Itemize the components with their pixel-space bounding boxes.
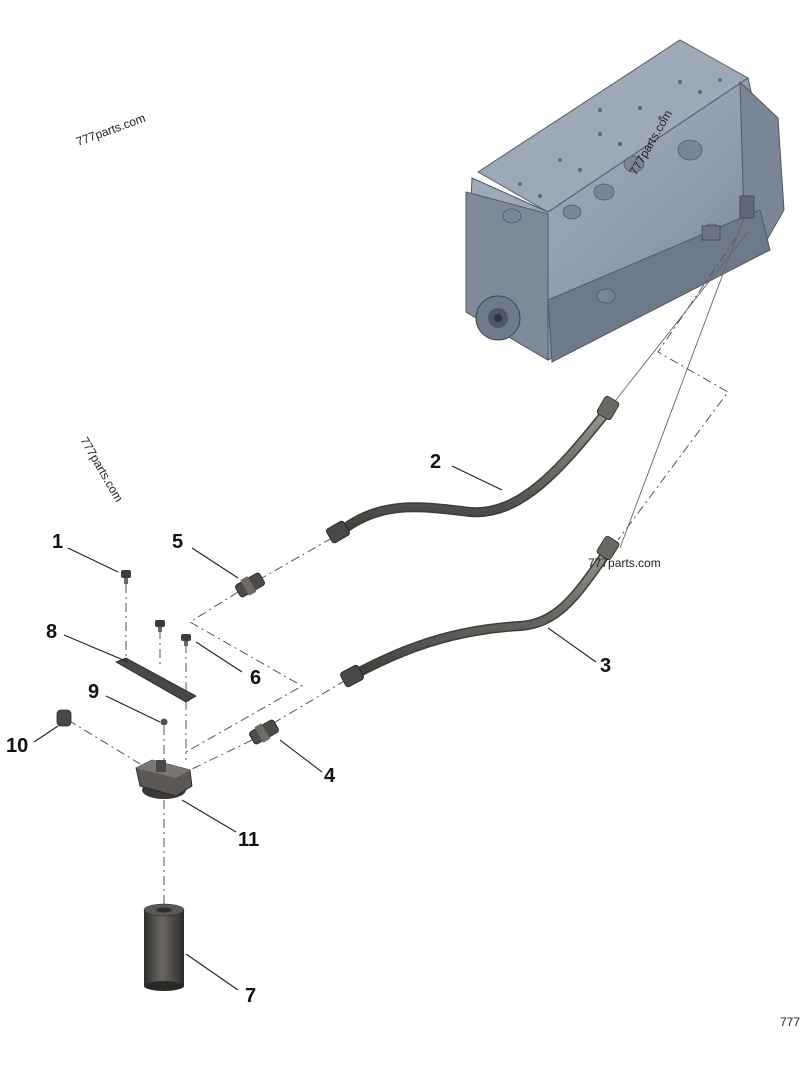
fitting-4: [249, 719, 279, 745]
callout-7: 7: [245, 985, 256, 1007]
filter-head-11: [135, 759, 193, 799]
callout-4: 4: [324, 765, 336, 787]
callout-3: 3: [600, 655, 611, 677]
bracket-8: [115, 657, 197, 703]
oil-filter-7: [143, 903, 185, 991]
washer-9: [160, 718, 168, 726]
bolt-6b: [181, 634, 191, 646]
callout-6: 6: [250, 667, 261, 689]
callout-5: 5: [172, 531, 183, 553]
crank-pulley: [475, 295, 521, 341]
assembly-lines: [67, 217, 749, 904]
bolt-6a: [155, 620, 165, 632]
hose-2: [326, 396, 620, 544]
bolt-1: [121, 570, 131, 584]
callout-10: 10: [6, 735, 28, 757]
callout-1: 1: [52, 531, 63, 553]
watermark-bottom-right: 777: [780, 1015, 800, 1029]
watermark-middle: 777parts.com: [588, 556, 661, 570]
callout-8: 8: [46, 621, 57, 643]
plug-10: [56, 709, 72, 727]
fitting-5: [235, 572, 265, 598]
watermark-top-left: 777parts.com: [74, 111, 147, 149]
callout-9: 9: [88, 681, 99, 703]
callouts: 1 2 3 4 5 6 7 8 9 10 11: [6, 451, 611, 1007]
watermark-left-rotated: 777parts.com: [77, 435, 125, 505]
engine-block: [465, 39, 785, 363]
callout-11: 11: [238, 829, 259, 851]
callout-2: 2: [430, 451, 441, 473]
hose-3: [340, 536, 620, 688]
leader-lines: [33, 465, 597, 991]
